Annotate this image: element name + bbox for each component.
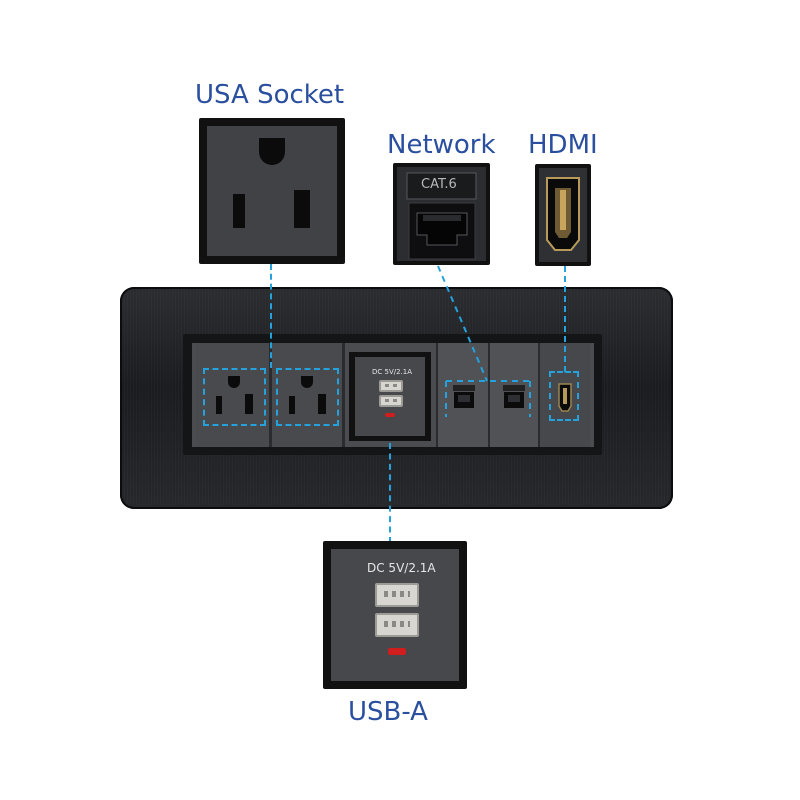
outlet-cell-1	[196, 343, 269, 447]
rj45-port-icon	[393, 163, 490, 265]
us-outlet-icon	[279, 370, 337, 424]
usb-a-port-icon	[379, 395, 403, 407]
divider	[269, 343, 272, 447]
outlet-1-highlight	[203, 368, 266, 426]
usa-socket-callout	[199, 118, 345, 264]
usa-socket-guide	[270, 264, 272, 368]
divider	[538, 343, 540, 447]
us-outlet-icon	[199, 118, 345, 264]
hdmi-port-icon	[535, 164, 591, 266]
usb-a-port-icon	[379, 380, 403, 392]
hdmi-label: HDMI	[528, 130, 598, 160]
usb-a-port-icon	[375, 613, 419, 637]
rj45-port-icon	[452, 384, 476, 410]
hdmi-port-icon	[556, 381, 574, 415]
divider	[342, 343, 345, 447]
led-indicator-icon	[385, 413, 395, 417]
rj45-port-icon	[502, 384, 526, 410]
led-indicator-icon	[388, 648, 406, 655]
hdmi-guide	[564, 266, 566, 372]
usb-rating-small: DC 5V/2.1A	[372, 368, 413, 376]
divider	[436, 343, 438, 447]
outlet-2-highlight	[276, 368, 339, 426]
network-callout: CAT.6	[393, 163, 490, 265]
usb-rating: DC 5V/2.1A	[367, 561, 436, 575]
hdmi-highlight	[549, 371, 579, 421]
us-outlet-icon	[206, 370, 264, 424]
cat6-marking: CAT.6	[421, 177, 457, 192]
usa-socket-label: USA Socket	[195, 80, 345, 110]
usb-guide	[389, 443, 391, 543]
usb-a-label: USB-A	[348, 697, 428, 727]
outlet-cell-2	[272, 343, 342, 447]
usb-a-port-icon	[375, 583, 419, 607]
network-label: Network	[387, 130, 496, 160]
hdmi-callout	[535, 164, 591, 266]
divider	[488, 343, 490, 447]
